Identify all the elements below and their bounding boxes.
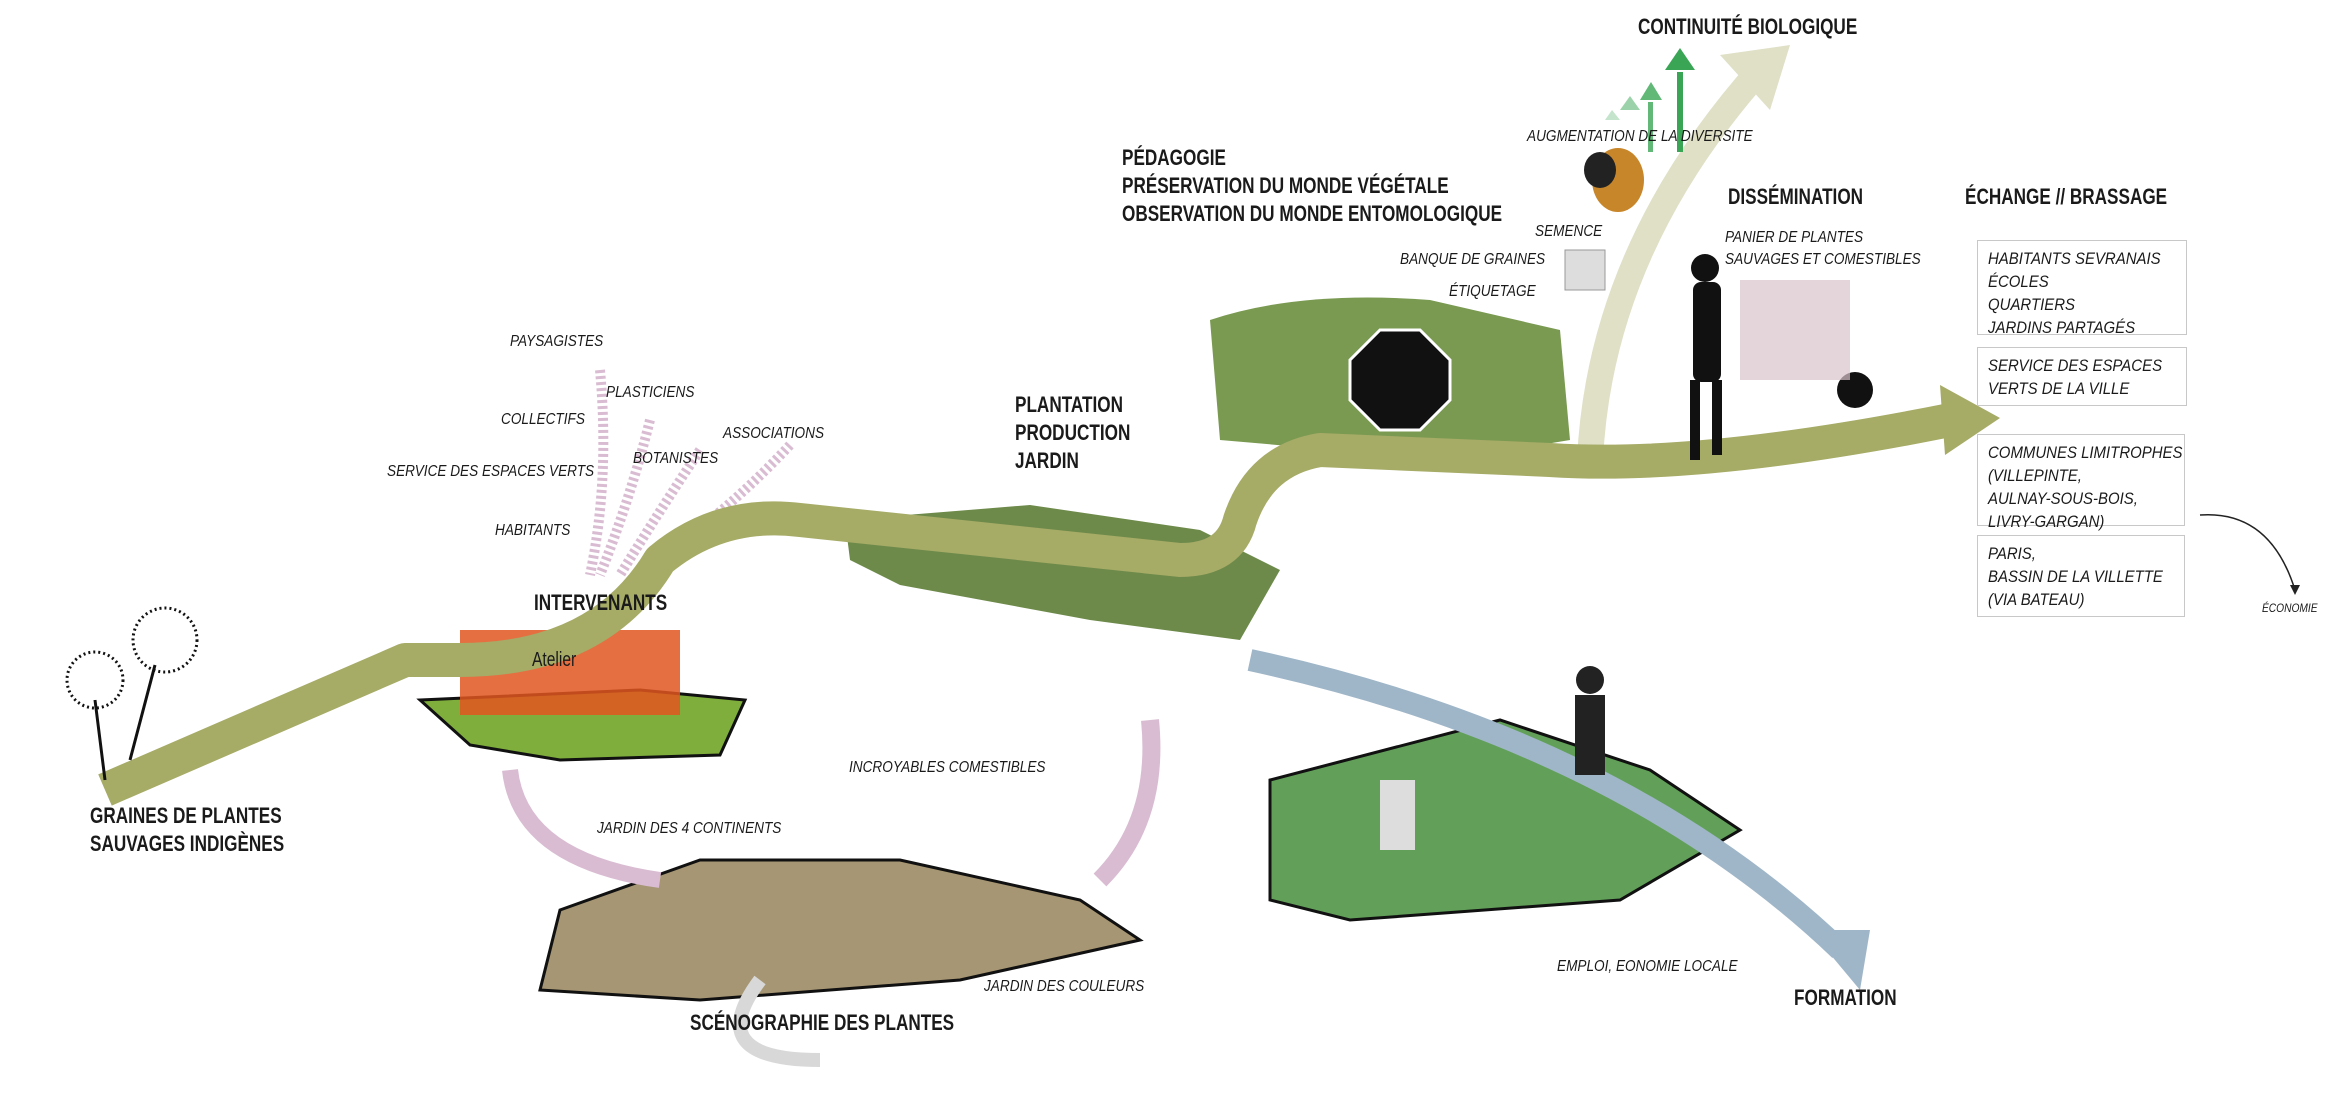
- start-line: GRAINES DE PLANTES: [90, 803, 282, 828]
- diversity-arrows: [1605, 48, 1695, 152]
- formation-arrowhead: [1810, 930, 1870, 990]
- atelier-label: Atelier: [532, 649, 577, 671]
- intervenants-title: INTERVENANTS: [534, 590, 668, 615]
- scenographie-title: SCÉNOGRAPHIE DES PLANTES: [690, 1010, 955, 1035]
- continents-label: JARDIN DES 4 CONTINENTS: [597, 820, 782, 837]
- economie-arrow: [2199, 514, 2296, 591]
- box-line: LIVRY-GARGAN): [1988, 512, 2105, 531]
- plantation-line: PLANTATION: [1015, 392, 1124, 417]
- worker-silhouettes: [1380, 666, 1605, 850]
- formation-garden: [1268, 718, 1743, 922]
- box-line: VERTS DE LA VILLE: [1988, 379, 2130, 398]
- economie-arrowhead: [2290, 585, 2300, 595]
- start-line: SAUVAGES INDIGÈNES: [90, 831, 285, 856]
- box-line: ÉCOLES: [1988, 272, 2049, 291]
- exchange-box: PARIS, BASSIN DE LA VILLETTE (VIA BATEAU…: [1977, 535, 2185, 617]
- echange-title: ÉCHANGE // BRASSAGE: [1965, 184, 2168, 209]
- box-line: COMMUNES LIMITROPHES: [1988, 443, 2183, 462]
- bee-icon: [1584, 148, 1644, 212]
- box-line: HABITANTS SEVRANAIS: [1988, 249, 2161, 268]
- scenographie-garden: [538, 858, 1144, 1002]
- incroyables-label: INCROYABLES COMESTIBLES: [849, 759, 1046, 776]
- main-ribbon: [98, 403, 1954, 806]
- continuite-arrow: [1577, 61, 1770, 461]
- actor-arrows: [585, 369, 794, 578]
- semence-label: SEMENCE: [1535, 223, 1603, 240]
- plantation-line: PRODUCTION: [1015, 420, 1131, 445]
- loop-arrow: [733, 975, 821, 1067]
- continuite-title: CONTINUITÉ BIOLOGIQUE: [1638, 14, 1858, 39]
- basket-plants: [1740, 280, 1850, 380]
- economie-label: ÉCONOMIE: [2262, 601, 2318, 615]
- box-line: JARDINS PARTAGÉS: [1988, 318, 2136, 337]
- envelope-icon: [1564, 249, 1606, 291]
- augmentation-label: AUGMENTATION DE LA DIVERSITE: [1527, 128, 1753, 145]
- scenographie-arrow: [502, 768, 662, 888]
- gardener-silhouette: [1690, 254, 1873, 460]
- main-ribbon-arrowhead: [1940, 385, 2000, 455]
- actor-label: COLLECTIFS: [501, 411, 585, 428]
- exchange-box: COMMUNES LIMITROPHES (VILLEPINTE, AULNAY…: [1977, 434, 2185, 531]
- emploi-label: EMPLOI, EONOMIE LOCALE: [1557, 958, 1738, 975]
- banque-label: BANQUE DE GRAINES: [1400, 251, 1546, 268]
- dandelion-icon: [65, 606, 199, 781]
- couleurs-label: JARDIN DES COULEURS: [984, 978, 1145, 995]
- box-line: (VIA BATEAU): [1988, 590, 2085, 609]
- continuite-arrowhead: [1720, 45, 1790, 110]
- actor-label: PAYSAGISTES: [510, 333, 604, 350]
- exchange-box: SERVICE DES ESPACES VERTS DE LA VILLE: [1977, 347, 2187, 406]
- actor-label: PLASTICIENS: [606, 384, 695, 401]
- exchange-box: HABITANTS SEVRANAIS ÉCOLES QUARTIERS JAR…: [1977, 240, 2187, 337]
- box-line: (VILLEPINTE,: [1988, 466, 2082, 485]
- actor-label: HABITANTS: [495, 522, 571, 539]
- box-line: QUARTIERS: [1988, 295, 2076, 314]
- stop-hand-icon: [1348, 328, 1452, 432]
- actor-label: ASSOCIATIONS: [723, 425, 825, 442]
- dissemination-line: SAUVAGES ET COMESTIBLES: [1725, 251, 1921, 268]
- dissemination-title: DISSÉMINATION: [1728, 184, 1864, 209]
- box-line: BASSIN DE LA VILLETTE: [1988, 567, 2163, 586]
- actor-label: SERVICE DES ESPACES VERTS: [387, 463, 595, 480]
- return-arrow: [1093, 719, 1161, 887]
- pedagogie-line: OBSERVATION DU MONDE ENTOMOLOGIQUE: [1122, 201, 1503, 226]
- pedagogie-line: PRÉSERVATION DU MONDE VÉGÉTALE: [1122, 173, 1449, 198]
- etiquetage-label: ÉTIQUETAGE: [1449, 283, 1536, 300]
- box-line: PARIS,: [1988, 544, 2036, 563]
- pedagogie-line: PÉDAGOGIE: [1122, 145, 1226, 170]
- box-line: SERVICE DES ESPACES: [1988, 356, 2163, 375]
- box-line: AULNAY-SOUS-BOIS,: [1988, 489, 2138, 508]
- dissemination-line: PANIER DE PLANTES: [1725, 229, 1864, 246]
- formation-title: FORMATION: [1794, 985, 1897, 1010]
- plantation-line: JARDIN: [1015, 448, 1079, 473]
- actor-label: BOTANISTES: [633, 450, 719, 467]
